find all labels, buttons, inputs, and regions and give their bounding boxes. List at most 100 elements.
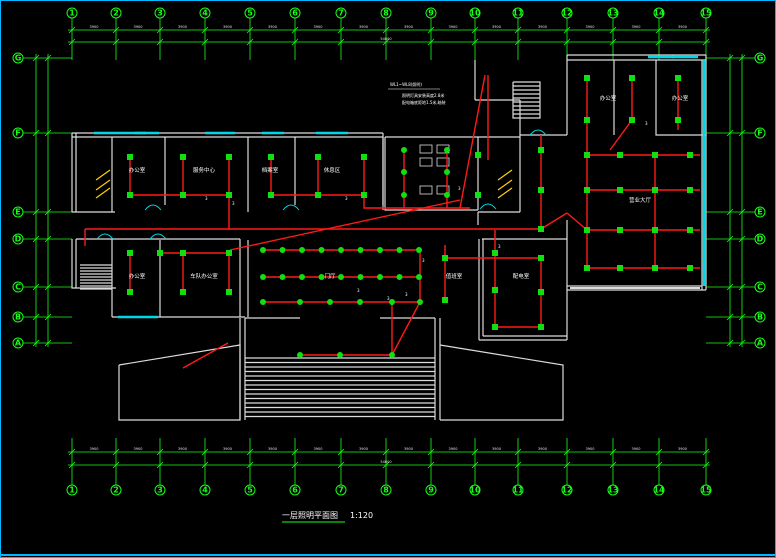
axis-label-bottom-15: 15 [700, 486, 712, 495]
wire [609, 78, 633, 151]
dim-label: 3900 [314, 25, 323, 29]
ceiling-light [538, 289, 544, 295]
ceiling-light [687, 152, 693, 158]
dim-label: 3900 [223, 25, 232, 29]
wire [459, 74, 486, 209]
ceiling-light [315, 192, 321, 198]
axis-label-left-G: G [15, 54, 22, 63]
dim-label: 3900 [268, 447, 277, 451]
wire [540, 212, 568, 230]
dim-label: 3900 [404, 447, 413, 451]
ceiling-light [180, 289, 186, 295]
round-light [260, 247, 266, 253]
dim-label: 3900 [538, 25, 547, 29]
dim-label: 3900 [404, 25, 413, 29]
axis-label-bottom-1: 1 [69, 486, 75, 495]
dim-total: 54600 [380, 37, 391, 41]
circuit-mark: 3 [232, 201, 235, 206]
axis-label-right-F: F [757, 129, 762, 138]
round-light [389, 299, 395, 305]
axis-label-bottom-4: 4 [202, 486, 208, 495]
note-line-3: 配电箱底距地1.5米,暗装 [402, 99, 446, 105]
ceiling-light [652, 265, 658, 271]
room-label-r12: 营业大厅 [629, 196, 652, 204]
ceiling-light [538, 324, 544, 330]
axis-label-bottom-6: 6 [292, 486, 298, 495]
ceiling-light [687, 227, 693, 233]
ceiling-light [475, 192, 481, 198]
circuit-mark: 3 [405, 292, 408, 297]
round-light [389, 352, 395, 358]
room-label-r11: 办公室 [672, 94, 689, 102]
round-light [401, 192, 407, 198]
ceiling-light [584, 227, 590, 233]
axis-label-bottom-8: 8 [383, 486, 389, 495]
round-light [444, 192, 450, 198]
round-light [416, 274, 422, 280]
ceiling-light [584, 117, 590, 123]
ceiling-light [475, 152, 481, 158]
dim-label: 3900 [268, 25, 277, 29]
round-light [327, 299, 333, 305]
round-light [318, 247, 325, 253]
circuit-mark: 3 [357, 288, 360, 293]
wire [300, 301, 421, 356]
wall [655, 60, 706, 136]
axis-label-top-3: 3 [157, 9, 163, 18]
ceiling-light [617, 152, 623, 158]
dim-label: 3900 [492, 25, 501, 29]
round-light [318, 274, 325, 280]
ceiling-light [226, 192, 232, 198]
ceiling-light [538, 255, 544, 261]
axis-label-right-E: E [757, 208, 762, 217]
wall [439, 344, 564, 421]
axis-label-bottom-14: 14 [653, 486, 665, 495]
axis-label-top-1: 1 [69, 9, 75, 18]
circuit-mark: 3 [498, 244, 501, 249]
round-light [401, 147, 407, 153]
axis-label-right-C: C [757, 283, 763, 292]
ceiling-light [268, 154, 274, 160]
ceiling-light [687, 187, 693, 193]
ceiling-light [492, 250, 498, 256]
ceiling-light [180, 154, 186, 160]
dim-label: 3900 [492, 447, 501, 451]
ceiling-light [127, 154, 133, 160]
axis-label-top-10: 10 [469, 9, 481, 18]
axis-label-top-14: 14 [653, 9, 665, 18]
round-light [337, 352, 343, 358]
round-light [338, 274, 344, 280]
axis-label-top-8: 8 [383, 9, 389, 18]
wire [182, 342, 229, 369]
dim-label: 3900 [586, 25, 595, 29]
axis-label-left-F: F [15, 129, 20, 138]
dim-total: 54600 [380, 460, 391, 464]
title-block: 一层照明平面图 1:120 [282, 511, 373, 523]
ceiling-light [629, 117, 635, 123]
wire [566, 212, 588, 231]
notes-block: WL1~WL8(照明) 照明灯具安装高度2.8米 配电箱底距地1.5米,暗装 [388, 82, 446, 105]
axis-label-right-G: G [757, 54, 764, 63]
round-light [338, 247, 344, 253]
ceiling-light [617, 187, 623, 193]
ceiling-light [629, 75, 635, 81]
axis-label-left-A: A [15, 339, 22, 348]
wire [129, 157, 229, 196]
room-label-r3: 档案室 [262, 166, 279, 174]
axis-label-right-A: A [757, 339, 764, 348]
room-label-r6: 车队办公室 [190, 272, 218, 280]
dim-label: 3900 [449, 25, 458, 29]
round-light [377, 274, 383, 280]
wall [71, 239, 116, 289]
round-light [401, 169, 407, 175]
round-light [396, 247, 403, 253]
axis-grid: 1122334455667788991010111112121313141415… [12, 7, 766, 496]
ceiling-light [361, 154, 367, 160]
axis-label-top-6: 6 [292, 9, 298, 18]
ceiling-light [442, 297, 448, 303]
circuit-mark: 3 [422, 258, 425, 263]
ceiling-light [127, 250, 133, 256]
ceiling-light [652, 227, 658, 233]
circuit-mark: 3 [458, 186, 461, 191]
